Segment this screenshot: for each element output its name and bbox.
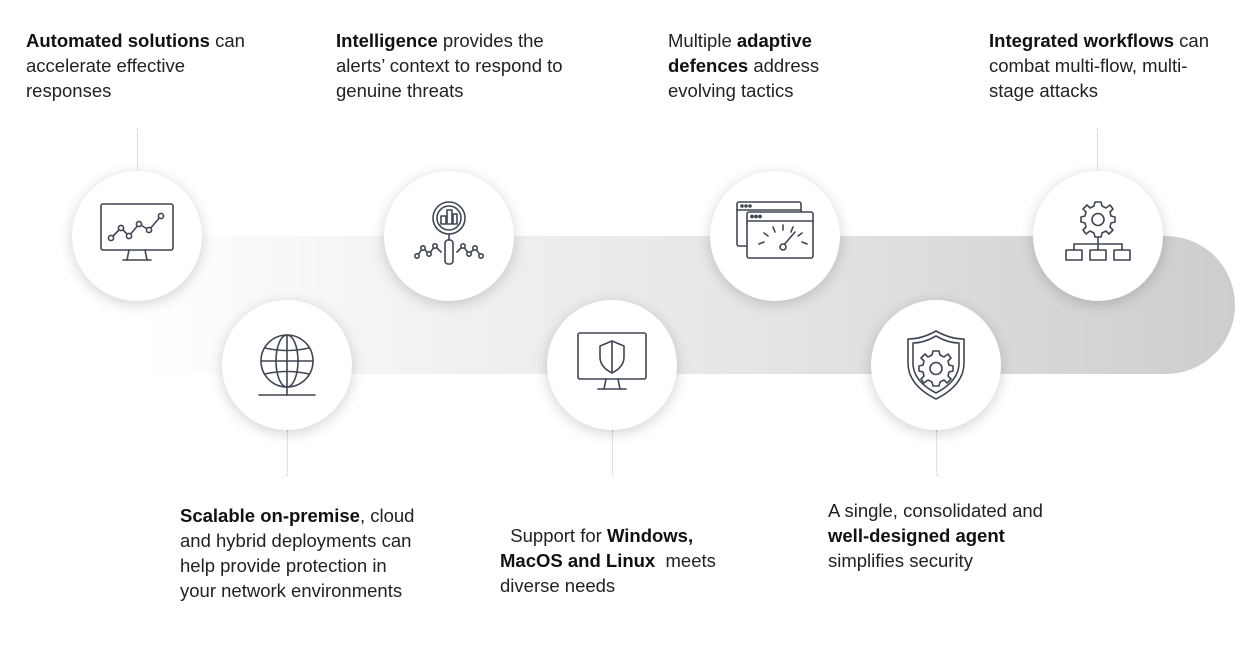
label-support-lead: Support for [510,525,607,546]
label-adaptive-lead: Multiple [668,30,737,51]
monitor-chart-icon [100,203,174,261]
label-adaptive-bold: adaptive defences [668,30,812,76]
monitor-shield-icon [577,332,647,390]
card-agent [808,478,1076,600]
node-scalable [222,300,352,430]
label-intelligence-bold: Intelligence [336,30,438,51]
label-support-bold: Windows, MacOS and Linux [500,525,699,571]
label-adaptive: Multiple adaptive defences address evolv… [668,28,848,103]
label-support-tail: meets diverse needs [500,550,722,596]
label-intelligence: Intelligence provides the alerts’ contex… [336,28,576,103]
connector-automated [137,128,138,172]
node-support [547,300,677,430]
shield-gear-icon [907,330,965,400]
label-agent: A single, consolidated and well-designed… [828,498,1068,573]
label-agent-lead: A single, consolidated and [828,500,1043,521]
label-agent-tail: simplifies security [828,550,973,571]
connector-agent [936,430,937,476]
gear-hierarchy-icon [1065,201,1131,261]
connector-support [612,430,613,476]
label-integrated-tail: can combat multi-flow, multi-stage attac… [989,30,1209,101]
label-scalable-tail: , cloud and hybrid deployments can help … [180,505,415,601]
label-scalable-bold: Scalable on-premise [180,505,360,526]
label-support: Support for Windows, MacOS and Linux mee… [500,498,740,598]
node-integrated [1033,171,1163,301]
label-integrated: Integrated workflows can combat multi-fl… [989,28,1209,103]
label-adaptive-tail: address evolving tactics [668,55,820,101]
magnifier-analytics-icon [414,201,485,265]
label-integrated-bold: Integrated workflows [989,30,1175,51]
label-agent-bold: well-designed agent [828,525,1005,546]
label-intelligence-tail: provides the alerts’ context to respond … [336,30,563,101]
globe-icon [258,334,316,396]
node-automated [72,171,202,301]
node-adaptive [710,171,840,301]
node-intelligence [384,171,514,301]
node-agent [871,300,1001,430]
card-support [482,478,744,600]
browser-gauge-icon [736,201,814,259]
label-automated-bold: Automated solutions [26,30,210,51]
label-automated-tail: can accelerate effective responses [26,30,245,101]
card-scalable [152,478,424,653]
connector-scalable [287,430,288,476]
connector-integrated [1097,128,1098,172]
label-automated: Automated solutions can accelerate effec… [26,28,266,103]
label-scalable: Scalable on-premise, cloud and hybrid de… [180,503,420,603]
